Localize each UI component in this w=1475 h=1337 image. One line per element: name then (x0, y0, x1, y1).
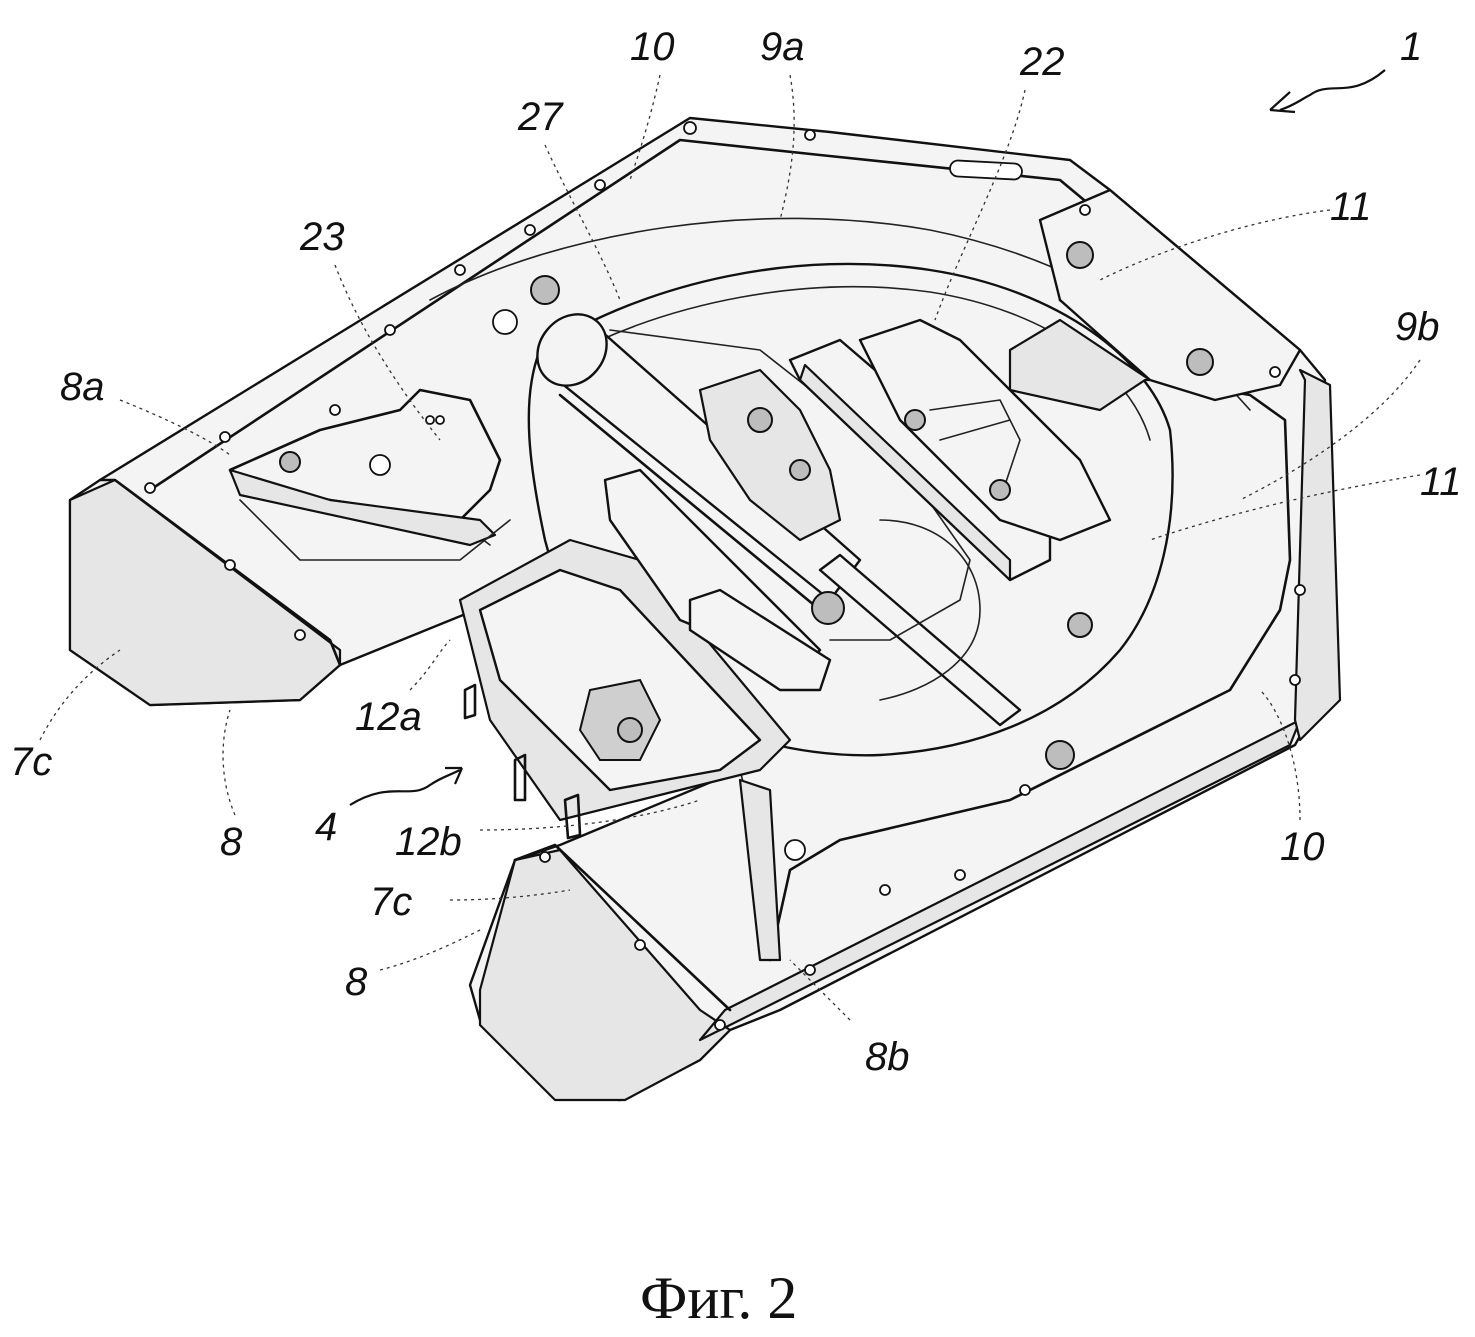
hole-icon (1269, 366, 1281, 378)
hole-icon (492, 309, 518, 335)
hole-icon (804, 964, 816, 976)
reference-arrows (349, 69, 1386, 806)
label-11-top: 11 (1330, 185, 1372, 229)
central-mechanism (536, 313, 1022, 727)
label-8b: 8b (865, 1035, 910, 1079)
hole-icon (384, 324, 396, 336)
hole-icon (634, 939, 646, 951)
bracket-pin-icon (904, 409, 926, 431)
lock-bolt-icon (617, 717, 643, 743)
hole-icon (714, 1019, 726, 1031)
hole-icon (784, 839, 806, 861)
label-11-right: 11 (1420, 460, 1462, 504)
corner-bolt-icon (1066, 241, 1094, 269)
label-10-right: 10 (1280, 825, 1325, 869)
valve-icon (747, 407, 773, 433)
arrow-head-icon (1269, 91, 1296, 114)
hole-icon (144, 482, 156, 494)
assembly-arrow-icon (1279, 69, 1386, 112)
rod-joint-icon (811, 591, 845, 625)
hole-icon (435, 415, 445, 425)
hole-icon (224, 559, 236, 571)
hole-icon (329, 404, 341, 416)
hole-icon (539, 851, 551, 863)
label-1: 1 (1400, 25, 1422, 69)
hole-icon (369, 454, 391, 476)
hole-icon (804, 129, 816, 141)
label-9a: 9a (760, 25, 805, 69)
leader-lines (39, 74, 1421, 1021)
reference-numerals: 1 10 9a 22 27 11 23 9b 8a 11 7c 12a 8 4 … (10, 25, 1462, 1079)
hole-icon (594, 179, 606, 191)
hole-icon (294, 629, 306, 641)
right-jaw-arm (513, 769, 782, 1012)
label-27: 27 (517, 95, 564, 139)
arrow-head-icon (445, 766, 464, 785)
label-4: 4 (315, 805, 337, 849)
hole-icon (219, 431, 231, 443)
label-10-top: 10 (630, 25, 675, 69)
hole-icon (1019, 784, 1031, 796)
crossbar-bracket (788, 318, 1112, 582)
label-8a: 8a (60, 365, 105, 409)
hole-icon (683, 121, 697, 135)
corner-bolt-icon (1186, 348, 1214, 376)
hole-icon (1079, 204, 1091, 216)
hole-icon (1289, 674, 1301, 686)
hole-icon (425, 415, 435, 425)
label-12b: 12b (395, 820, 462, 864)
valve-knob-icon (789, 459, 811, 481)
label-12a: 12a (355, 695, 422, 739)
label-8-mid: 8 (345, 960, 368, 1004)
label-22: 22 (1019, 40, 1065, 84)
fasteners (144, 121, 1306, 1031)
label-9b: 9b (1395, 305, 1440, 349)
bracket-pin-icon (989, 479, 1011, 501)
left-jaw-arm (98, 388, 511, 667)
bolt-icon (1067, 612, 1093, 638)
hole-icon (879, 884, 891, 896)
top-slot (949, 159, 1023, 181)
hole-icon (1294, 584, 1306, 596)
hole-icon (454, 264, 466, 276)
label-23: 23 (299, 215, 345, 259)
bolt-icon (530, 275, 560, 305)
label-8-left: 8 (220, 820, 243, 864)
hole-icon (954, 869, 966, 881)
bolt-icon (279, 451, 301, 473)
hole-icon (524, 224, 536, 236)
bolt-icon (1045, 740, 1075, 770)
figure-caption: Фиг. 2 (640, 1265, 797, 1331)
label-7c-mid: 7c (370, 880, 412, 924)
corner-block (1008, 188, 1302, 412)
lock-housing (458, 538, 792, 840)
label-7c-left: 7c (10, 740, 52, 784)
lock-arrow-icon (349, 769, 461, 806)
